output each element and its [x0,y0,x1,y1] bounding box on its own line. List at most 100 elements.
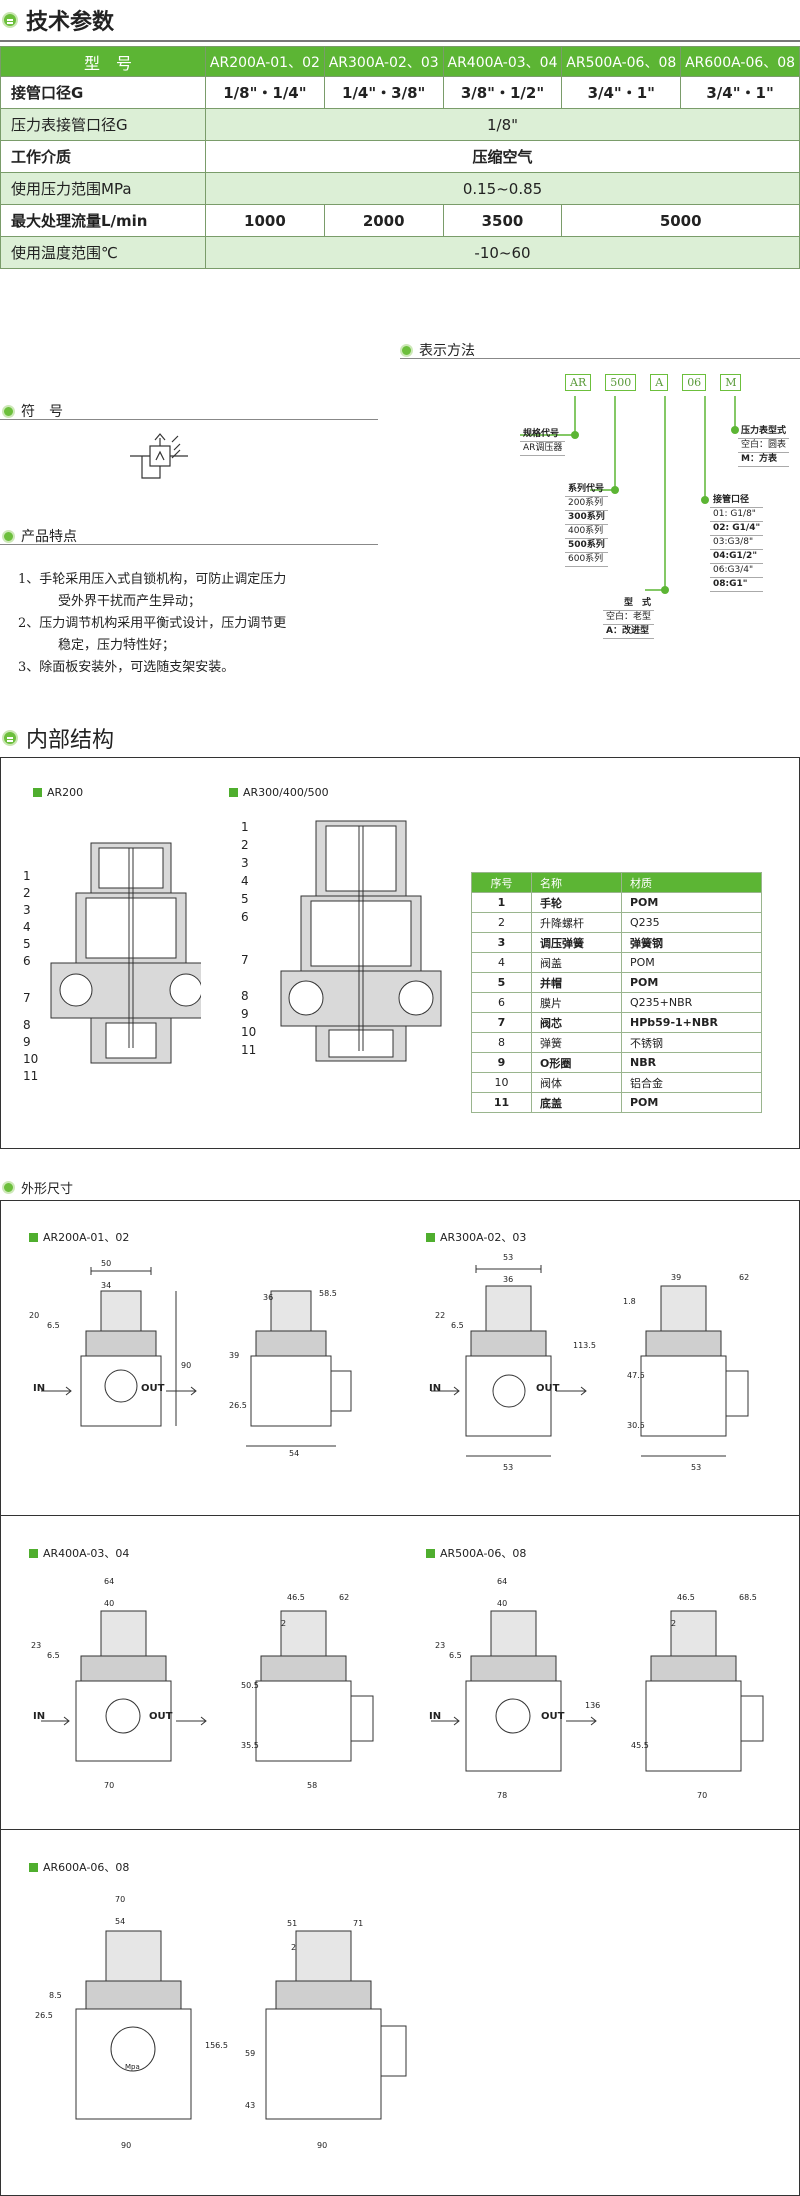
callout-number: 2 [241,838,249,852]
in-port-label: IN [429,1711,442,1722]
series-code-item: 200系列 [565,496,608,511]
dim-value: 51 [287,1919,298,1928]
dim-value: 36 [503,1275,514,1284]
gauge-title: 压力表型式 [738,425,790,439]
parts-cell: 不锈钢 [621,1032,762,1053]
callout-number: 10 [23,1052,39,1066]
dim-model-label: AR400A-03、04 [29,1545,129,1561]
parts-cell: 弹簧钢 [621,932,762,953]
parts-cell: 2 [471,912,532,933]
parts-cell: 5 [471,972,532,993]
dim-value: 6.5 [47,1321,60,1330]
callout-number: 3 [23,903,31,917]
dim-value: 62 [339,1593,350,1602]
spec-row-label: 压力表接管口径G [0,108,206,141]
dim-value: 64 [497,1577,508,1586]
spec-row-label: 接管口径G [0,76,206,109]
features-header: 产品特点 [2,526,77,546]
spec-row: 使用压力范围MPa 0.15~0.85 [0,172,800,205]
ar400-dimension-drawing [41,1610,374,1762]
dim-value: 53 [691,1463,702,1472]
dim-value: 62 [739,1273,750,1282]
square-bullet-icon [29,1548,38,1558]
divider [0,419,378,420]
out-port-label: OUT [541,1711,565,1722]
type-item: A：改进型 [603,624,655,639]
dim-value: 71 [353,1919,364,1928]
spec-row: 使用温度范围℃ -10~60 [0,236,800,269]
parts-header-cell: 名称 [531,872,622,893]
parts-header-row: 序号 名称 材质 [471,872,762,893]
parts-cell: 9 [471,1052,532,1073]
parts-cell: NBR [621,1052,762,1073]
series-code-item: 300系列 [565,510,608,525]
gauge-item: 空白：圆表 [738,438,790,453]
parts-cell: 调压弹簧 [531,932,622,953]
parts-cell: 1 [471,892,532,913]
parts-cell: 4 [471,952,532,973]
parts-cell: 阀盖 [531,952,622,973]
spec-table: 型 号 AR200A-01、02 AR300A-02、03 AR400A-03、… [0,46,800,269]
spec-header-cell: AR400A-03、04 [442,46,563,77]
callout-number: 2 [23,886,31,900]
ar300-500-cross-section [280,820,442,1062]
internal-title: 内部结构 [26,728,115,753]
dim-value: 156.5 [205,2041,228,2050]
dim-model-label: AR200A-01、02 [29,1229,129,1245]
section-bullet-icon [2,730,18,746]
dim-model-label: AR500A-06、08 [426,1545,526,1561]
port-item: 02: G1/4" [710,521,764,536]
callout-number: 8 [241,989,249,1003]
dim-value: 54 [115,1917,126,1926]
dim-value: 2 [671,1619,677,1628]
dim-value: 45.5 [631,1741,649,1750]
dim-value: 46.5 [287,1593,305,1602]
dim-value: 39 [671,1273,682,1282]
dim-model-name: AR600A-06、08 [43,1861,130,1874]
parts-cell: 并帽 [531,972,622,993]
spec-row: 工作介质 压缩空气 [0,140,800,173]
series-code-item: 400系列 [565,524,608,539]
spec-cell: 压缩空气 [205,140,800,173]
square-bullet-icon [29,1232,38,1242]
divider [0,40,800,42]
dim-value: 1.8 [623,1297,636,1306]
dim-value: 70 [104,1781,115,1790]
callout-number: 11 [23,1069,39,1083]
model-label-text: AR200 [47,786,84,799]
ar300-dimension-drawing [431,1265,749,1457]
dim-value: 54 [289,1449,300,1458]
parts-cell: 底盖 [531,1092,622,1113]
dim-value: 39 [229,1351,240,1360]
dim-value: 35.5 [241,1741,259,1750]
dim-value: 26.5 [35,2011,53,2020]
parts-cell: 手轮 [531,892,622,913]
spec-cell: 5000 [561,204,800,237]
dim-model-name: AR200A-01、02 [43,1231,130,1244]
dim-value: 50 [101,1259,112,1268]
callout-number: 10 [241,1025,257,1039]
out-port-label: OUT [141,1383,165,1394]
parts-cell: O形圈 [531,1052,622,1073]
code-tag: A [650,374,669,391]
parts-cell: Q235 [621,912,762,933]
notation-code-row: AR 500 A 06 M [565,374,742,391]
parts-cell: 弹簧 [531,1032,622,1053]
dim-value: 40 [497,1599,508,1608]
spec-header-row: 型 号 AR200A-01、02 AR300A-02、03 AR400A-03、… [0,46,800,77]
spec-cell: 1/4"・3/8" [323,76,444,109]
feature-item: 3、除面板安装外，可选随支架安装。 [18,660,235,675]
spec-cell: -10~60 [205,236,800,269]
notation-title: 表示方法 [419,343,475,359]
dim-value: 70 [115,1895,126,1904]
dim-value: 40 [104,1599,115,1608]
dim-value: 6.5 [47,1651,60,1660]
callout-number: 5 [23,937,31,951]
ar600-dimension-drawing [75,1930,407,2120]
dim-model-name: AR400A-03、04 [43,1547,130,1560]
dim-value: 6.5 [451,1321,464,1330]
code-tag: 06 [682,374,707,391]
